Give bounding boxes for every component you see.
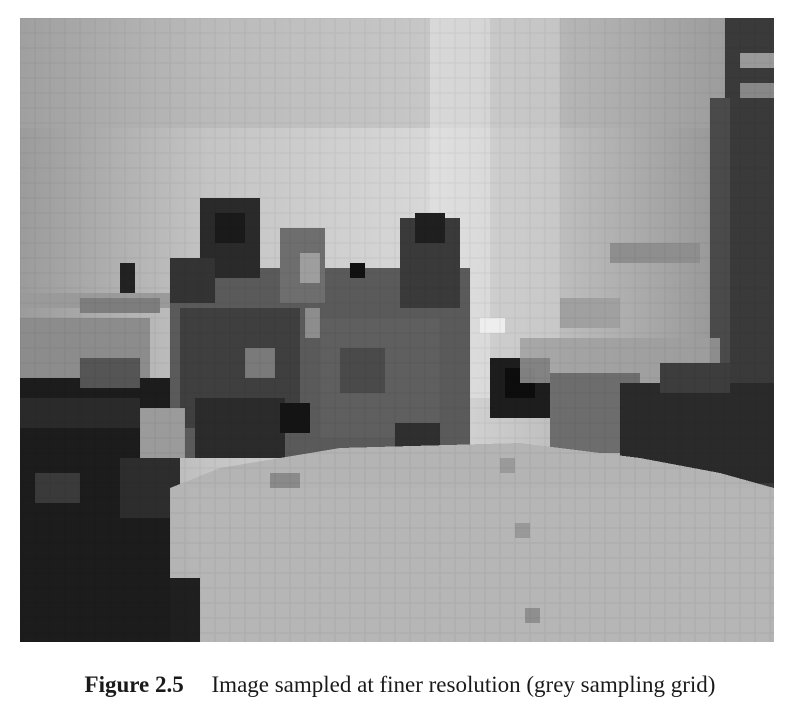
pixelated-photo [20, 18, 774, 642]
figure-label: Figure 2.5 [84, 672, 184, 697]
figure-caption-text: Image sampled at finer resolution (grey … [211, 672, 716, 697]
figure-caption: Figure 2.5 Image sampled at finer resolu… [0, 670, 800, 700]
